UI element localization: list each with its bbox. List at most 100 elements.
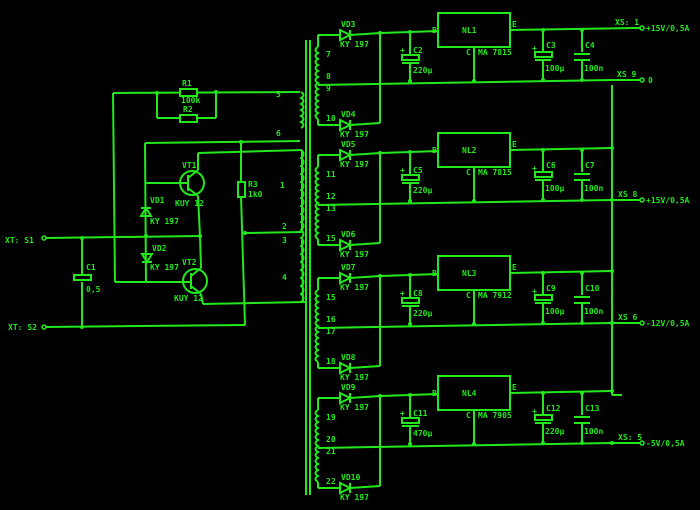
capacitor-value: 100µ xyxy=(545,184,564,193)
diode-symbol xyxy=(339,238,353,252)
capacitor-value: 220µ xyxy=(413,66,432,75)
input-stage: XT: S1 XT: S2 C1 0,5 R1 100k R2 xyxy=(5,79,306,332)
secondary-coil xyxy=(314,409,320,483)
diode-ref: VD10 xyxy=(341,473,360,482)
winding-tap-10: 10 xyxy=(326,114,336,123)
junction xyxy=(408,150,412,154)
capacitor-c6: + C6 100µ xyxy=(532,161,564,193)
diode-vd1: VD1 KY 197 xyxy=(139,196,179,226)
c1-value: 0,5 xyxy=(86,285,101,294)
tap-1: 1 xyxy=(280,181,285,190)
diode-symbol xyxy=(339,481,353,495)
r3-ref: R3 xyxy=(248,180,258,189)
output-voltage-label: +15V/0,5A xyxy=(646,24,690,33)
junction xyxy=(541,148,545,152)
winding-tap-22: 22 xyxy=(326,477,336,486)
polarity-mark: + xyxy=(532,44,537,53)
winding-tap-15: 15 xyxy=(326,293,336,302)
output-voltage-label: +15V/0,5A xyxy=(646,196,690,205)
regulator-ref: NL4 xyxy=(462,389,477,398)
diode-symbol xyxy=(339,391,353,405)
capacitor-c4: C4 100n xyxy=(574,41,603,73)
diode-ref: VD7 xyxy=(341,263,356,272)
junction xyxy=(408,199,412,203)
regulator-type: MA 7815 xyxy=(478,168,512,177)
junction xyxy=(580,321,584,325)
transformer xyxy=(299,40,311,495)
pin-b: B xyxy=(432,269,437,278)
capacitor-value: 220µ xyxy=(413,186,432,195)
diode-ref: VD3 xyxy=(341,20,356,29)
pin-b: B xyxy=(432,146,437,155)
vd2-ref: VD2 xyxy=(152,244,167,253)
capacitor-value: 100n xyxy=(584,307,603,316)
diode-type: KY 197 xyxy=(340,283,369,292)
junction xyxy=(408,30,412,34)
capacitor-ref: C11 xyxy=(413,409,428,418)
tap-2: 2 xyxy=(282,222,287,231)
regulator-type: MA 7905 xyxy=(478,411,512,420)
wire xyxy=(317,322,613,329)
junction xyxy=(580,441,584,445)
pin-e: E xyxy=(512,20,517,29)
junction xyxy=(472,442,476,446)
junction xyxy=(408,273,412,277)
secondary-coil xyxy=(314,289,320,363)
diode-ref: VD5 xyxy=(341,140,356,149)
regulator-type: MA 7815 xyxy=(478,48,512,57)
junction xyxy=(472,199,476,203)
input-terminal-1-label: XT: S1 xyxy=(5,236,34,245)
capacitor-ref: C4 xyxy=(585,41,595,50)
diode-symbol xyxy=(339,361,353,375)
output-terminal-label: XS: 5 xyxy=(618,433,642,442)
capacitor-ref: C2 xyxy=(413,46,423,55)
c1-ref: C1 xyxy=(86,263,96,272)
junction xyxy=(580,391,584,395)
winding-tap-18: 18 xyxy=(326,357,336,366)
capacitor-plate xyxy=(534,171,553,178)
diode-symbol xyxy=(339,118,353,132)
winding-tap-7: 7 xyxy=(326,50,331,59)
capacitor-value: 100n xyxy=(584,64,603,73)
output-terminal xyxy=(639,440,645,446)
tap-3: 3 xyxy=(282,236,287,245)
output-terminal xyxy=(639,197,645,203)
capacitor-value: 100n xyxy=(584,184,603,193)
junction xyxy=(610,321,614,325)
transistor-vt2: VT2 KUY 12 xyxy=(174,258,208,303)
winding-tap-20: 20 xyxy=(326,435,336,444)
ground-terminal-number: 0 xyxy=(648,76,653,85)
capacitor-value: 100n xyxy=(584,427,603,436)
capacitor-plate xyxy=(534,294,553,301)
capacitor-plate xyxy=(534,414,553,421)
diode-ref: VD8 xyxy=(341,353,356,362)
vt2-ref: VT2 xyxy=(182,258,197,267)
junction xyxy=(541,78,545,82)
primary-coil-upper xyxy=(299,91,305,129)
vt1-ref: VT1 xyxy=(182,161,197,170)
winding-tap-16: 16 xyxy=(326,315,336,324)
output-voltage-label: -5V/0,5A xyxy=(646,439,685,448)
pin-e: E xyxy=(512,383,517,392)
input-terminal-1 xyxy=(41,235,47,241)
pin-c: C xyxy=(466,168,471,177)
junction xyxy=(541,321,545,325)
junction xyxy=(541,391,545,395)
output-voltage-label: -12V/0,5A xyxy=(646,319,690,328)
polarity-mark: + xyxy=(532,164,537,173)
pin-b: B xyxy=(432,26,437,35)
capacitor-ref: C6 xyxy=(546,161,556,170)
capacitor-ref: C13 xyxy=(585,404,600,413)
capacitor-ref: C10 xyxy=(585,284,600,293)
capacitor-plate xyxy=(401,417,420,424)
capacitor-ref: C9 xyxy=(546,284,556,293)
wire xyxy=(349,152,381,156)
diode-ref: VD9 xyxy=(341,383,356,392)
wire xyxy=(317,79,613,86)
output-terminal-label: XS 8 xyxy=(618,190,637,199)
junction xyxy=(472,322,476,326)
